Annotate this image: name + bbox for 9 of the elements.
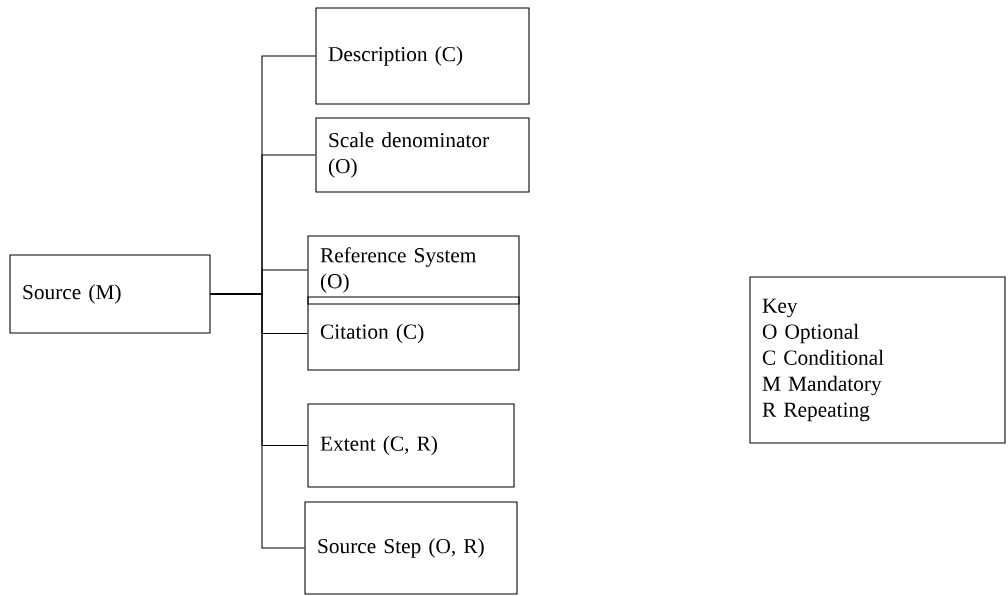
- field-box: Reference System (O): [307, 235, 520, 305]
- field-box: Source Step (O, R): [304, 501, 518, 595]
- field-box: Scale denominator (O): [315, 117, 530, 193]
- key-box: Key O Optional C Conditional M Mandatory R Repeating: [749, 276, 1006, 444]
- field-box: Source (M): [9, 254, 211, 334]
- field-box: Description (C): [315, 7, 530, 105]
- field-box: Extent (C, R): [307, 403, 515, 488]
- connector-line: [210, 293, 305, 549]
- field-box: Citation (C): [307, 296, 520, 371]
